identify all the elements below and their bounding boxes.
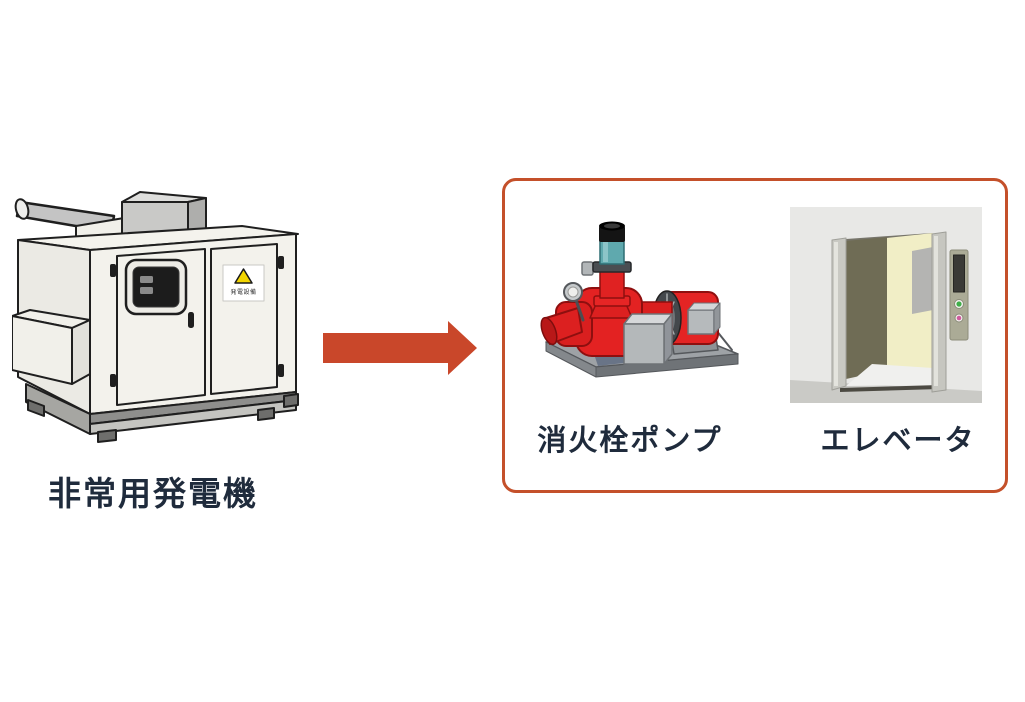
fire-pump-label: 消火栓ポンプ bbox=[537, 425, 723, 457]
pump-junction-box bbox=[623, 313, 673, 365]
elevator-door bbox=[887, 233, 933, 381]
elevator-label: エレベータ bbox=[820, 425, 976, 457]
hinge-icon bbox=[110, 374, 116, 387]
generator-label: 非常用発電機 bbox=[48, 475, 258, 512]
generator-control-window bbox=[124, 258, 188, 316]
hinge-icon bbox=[278, 256, 284, 269]
hinge-icon bbox=[278, 364, 284, 377]
door-frame bbox=[831, 231, 947, 393]
warning-sticker: 発電設備 bbox=[222, 264, 265, 302]
call-button-down bbox=[956, 315, 962, 321]
door-handle-icon bbox=[188, 312, 194, 328]
floor-indicator-display bbox=[953, 254, 965, 293]
pressure-gauge-icon bbox=[563, 282, 585, 322]
warning-triangle-icon bbox=[234, 268, 253, 284]
elevator-illustration bbox=[790, 207, 982, 403]
call-button-up bbox=[956, 301, 962, 307]
sticker-text: 発電設備 bbox=[230, 288, 256, 296]
generator-doors bbox=[110, 243, 284, 406]
motor-junction-box bbox=[687, 309, 715, 335]
fire-pump-illustration bbox=[536, 212, 746, 380]
door-threshold bbox=[840, 385, 940, 392]
elevator-call-panel bbox=[949, 249, 969, 341]
flow-arrow-icon bbox=[320, 317, 480, 379]
cab-interior-wall bbox=[846, 237, 887, 379]
cab-floor bbox=[846, 364, 933, 386]
generator-base bbox=[25, 383, 299, 443]
emergency-generator-illustration: 発電設備 bbox=[12, 188, 308, 448]
valve-knob-icon bbox=[581, 261, 594, 276]
discharge-pipe bbox=[581, 221, 633, 319]
generator-roof-unit bbox=[121, 191, 207, 237]
door-window bbox=[912, 247, 933, 314]
powered-loads-box: 消火栓ポンプ エレベータ bbox=[502, 178, 1008, 493]
generator-side-box bbox=[12, 309, 91, 385]
hinge-icon bbox=[110, 264, 116, 277]
